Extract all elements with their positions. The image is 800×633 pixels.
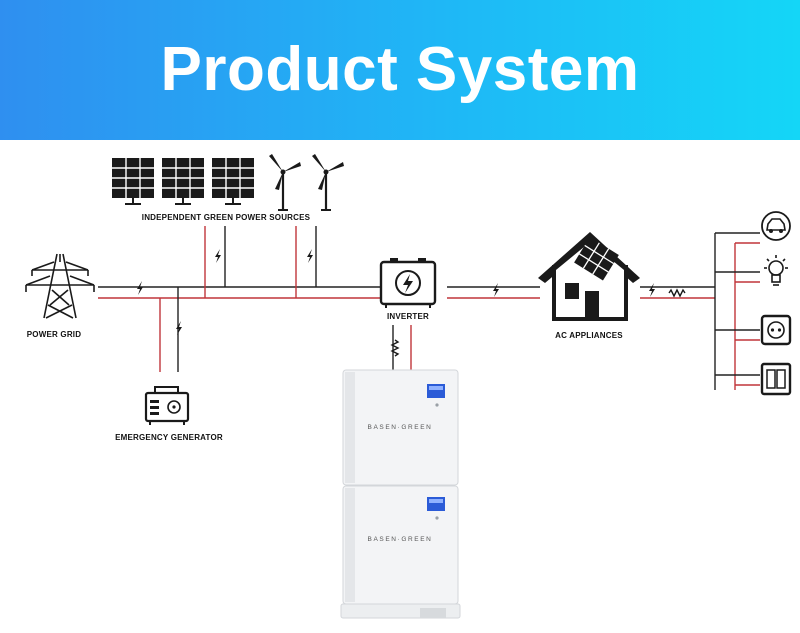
lightning-icon	[649, 283, 655, 297]
resistor-icon	[668, 289, 686, 297]
light-bulb-icon	[764, 255, 788, 286]
battery-brand-top: BASEN·GREEN	[368, 424, 433, 431]
lightning-icon	[493, 283, 499, 297]
ac-appliances-label: AC APPLIANCES	[555, 331, 623, 340]
power-socket-icon	[760, 314, 792, 346]
wind-turbine-icon	[310, 152, 346, 212]
green-sources-label: INDEPENDENT GREEN POWER SOURCES	[142, 213, 311, 222]
system-diagram: INDEPENDENT GREEN POWER SOURCES POWER GR…	[25, 152, 792, 619]
battery-brand-bottom: BASEN·GREEN	[368, 536, 433, 543]
power-grid-label: POWER GRID	[27, 330, 81, 339]
wall-switch-icon	[760, 362, 792, 396]
solar-panel-icon	[211, 157, 255, 205]
house-solar-icon	[538, 232, 640, 321]
lightning-icon	[307, 249, 313, 263]
inverter-icon	[379, 258, 437, 308]
transmission-tower-icon	[25, 253, 95, 319]
header-banner: Product System Application	[0, 0, 800, 200]
battery-stack: BASEN·GREEN BASEN·GREEN	[340, 369, 461, 619]
wind-turbine-icon	[267, 152, 303, 212]
solar-panel-icon	[111, 157, 155, 205]
wiring	[98, 226, 760, 390]
emergency-generator-label: EMERGENCY GENERATOR	[115, 433, 223, 442]
lightning-icon	[137, 281, 143, 295]
page-title: Product System Application	[160, 35, 640, 200]
inverter-label: INVERTER	[387, 312, 429, 321]
lightning-icon	[176, 321, 182, 335]
lightning-icon	[215, 249, 221, 263]
solar-panel-icon	[161, 157, 205, 205]
generator-icon	[144, 386, 190, 425]
ev-car-icon	[761, 211, 791, 241]
